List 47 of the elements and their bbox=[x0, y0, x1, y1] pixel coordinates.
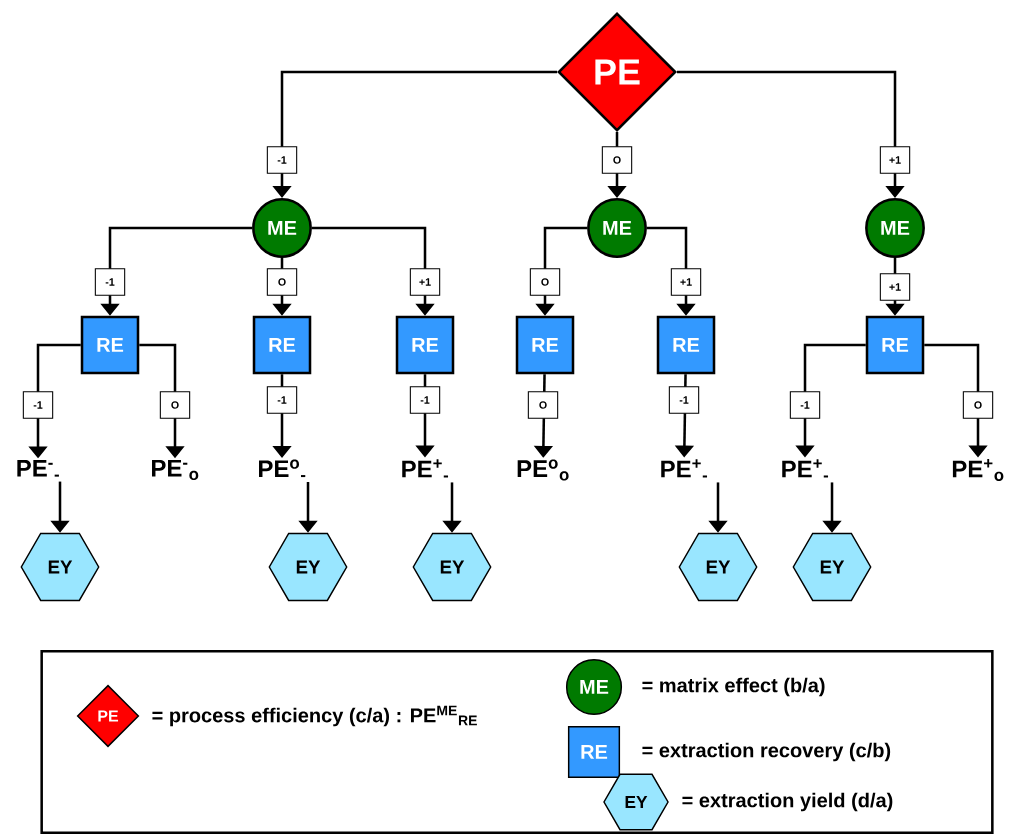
edge-label: O bbox=[159, 391, 191, 419]
outcome-label: PE$^{-}$o bbox=[152, 459, 199, 481]
legend-text: = process efficiency (c/a) : PE$^{ME}$RE bbox=[152, 705, 477, 727]
outcome-label: PE$^{o}$o bbox=[517, 459, 569, 481]
hexagon-node: EY bbox=[792, 532, 872, 602]
square-node: RE bbox=[395, 315, 455, 375]
edge-label: -1 bbox=[266, 386, 298, 414]
outcome-label: PE$^{-}$- bbox=[17, 460, 59, 477]
square-node: RE bbox=[865, 315, 925, 375]
edge-label: O bbox=[962, 391, 994, 419]
edge-label: O bbox=[529, 268, 561, 296]
edge-label: -1 bbox=[789, 391, 821, 419]
circle-node: ME bbox=[587, 198, 647, 258]
outcome-label: PE$^{+}$o bbox=[952, 459, 1004, 481]
square-node: RE bbox=[252, 315, 312, 375]
outcome-label: PE$^{+}$- bbox=[661, 459, 708, 478]
edge-label: +1 bbox=[879, 273, 911, 301]
edge-label: -1 bbox=[409, 386, 441, 414]
legend-hexagon: EY bbox=[603, 773, 669, 831]
legend-text: = matrix effect (b/a) bbox=[642, 677, 825, 697]
legend-text: = extraction recovery (c/b) bbox=[642, 742, 891, 762]
square-node: RE bbox=[515, 315, 575, 375]
outcome-label: PE$^{+}$- bbox=[782, 459, 829, 478]
edge-label: O bbox=[601, 146, 633, 174]
edge-label: O bbox=[527, 391, 559, 419]
hexagon-node: EY bbox=[678, 532, 758, 602]
edge-label: -1 bbox=[94, 268, 126, 296]
hexagon-node: EY bbox=[268, 532, 348, 602]
edge-label: +1 bbox=[670, 268, 702, 296]
edge-label: O bbox=[266, 268, 298, 296]
square-node: RE bbox=[656, 315, 716, 375]
square-node: RE bbox=[80, 315, 140, 375]
circle-node: ME bbox=[252, 198, 312, 258]
legend-text: = extraction yield (d/a) bbox=[682, 792, 893, 812]
connector-arrow bbox=[676, 70, 905, 198]
outcome-label: PE$^{+}$- bbox=[402, 459, 449, 478]
edge-label: +1 bbox=[409, 268, 441, 296]
legend-square: RE bbox=[567, 725, 621, 779]
hexagon-node: EY bbox=[20, 532, 100, 602]
edge-label: -1 bbox=[266, 146, 298, 174]
edge-label: +1 bbox=[879, 146, 911, 174]
edge-label: -1 bbox=[22, 391, 54, 419]
edge-label: -1 bbox=[668, 386, 700, 414]
circle-node: ME bbox=[865, 198, 925, 258]
outcome-label: PE$^{o}$- bbox=[259, 459, 306, 478]
legend-box bbox=[40, 650, 994, 834]
hexagon-node: EY bbox=[412, 532, 492, 602]
